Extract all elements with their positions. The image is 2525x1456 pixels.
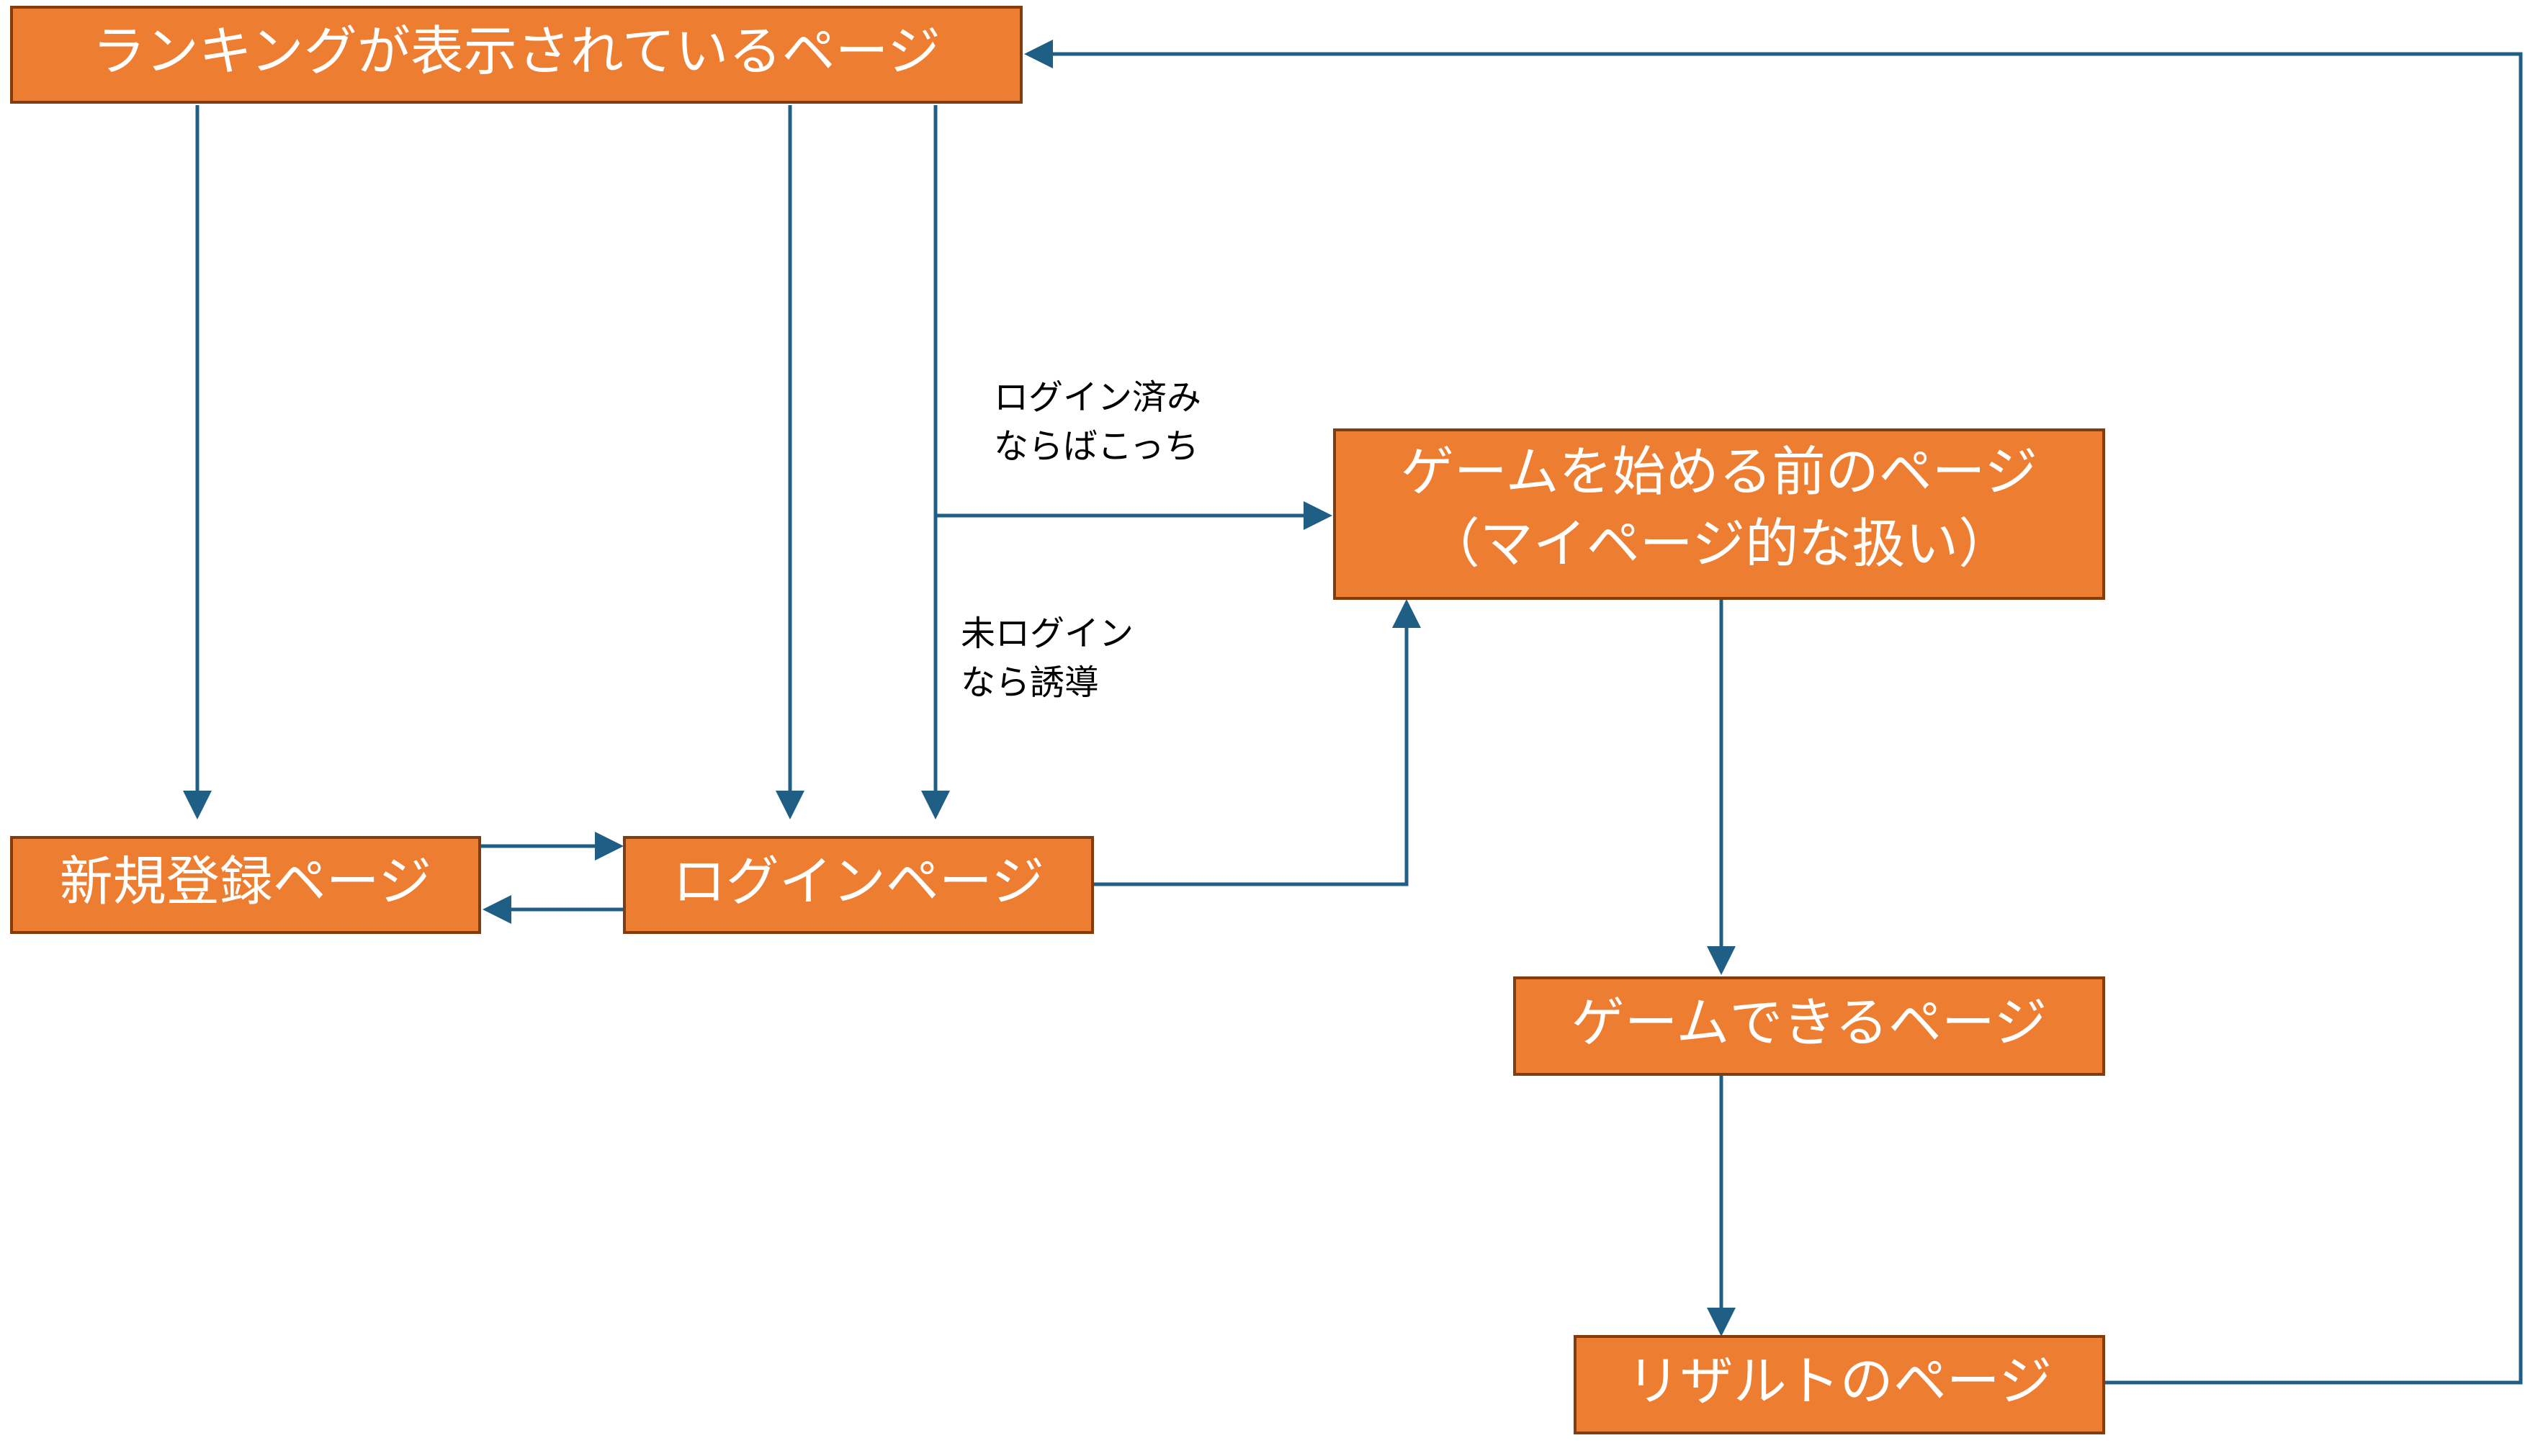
note-not-logged-in: 未ログイン なら誘導 — [961, 614, 1134, 703]
node-result-page[interactable]: リザルトのページ — [1574, 1335, 2105, 1434]
node-game-page[interactable]: ゲームできるページ — [1513, 976, 2105, 1076]
note-logged-in-line1: ログイン済み — [994, 377, 1201, 418]
node-result-label: リザルトのページ — [1627, 1351, 2053, 1413]
note-logged-in-line2: ならばこっち — [994, 426, 1199, 467]
node-mypage-label-line1: ゲームを始める前のページ — [1401, 441, 2037, 503]
node-mypage-label-line2: （マイページ的な扱い） — [1427, 513, 2012, 575]
node-register-page[interactable]: 新規登録ページ — [10, 836, 481, 934]
node-login-label: ログインページ — [673, 851, 1045, 913]
node-register-label: 新規登録ページ — [60, 851, 432, 913]
edges — [183, 40, 2523, 1385]
node-login-page[interactable]: ログインページ — [623, 836, 1094, 934]
edge-result-to-ranking — [1024, 40, 2523, 1385]
note-logged-in: ログイン済み ならばこっち — [994, 377, 1201, 467]
node-ranking-label: ランキングが表示されているページ — [92, 21, 941, 83]
node-game-label: ゲームできるページ — [1571, 992, 2048, 1054]
node-ranking-page[interactable]: ランキングが表示されているページ — [10, 6, 1023, 104]
note-not-logged-in-line2: なら誘導 — [961, 662, 1099, 703]
note-not-logged-in-line1: 未ログイン — [961, 614, 1134, 654]
node-mypage[interactable]: ゲームを始める前のページ （マイページ的な扱い） — [1333, 428, 2105, 600]
edge-login-to-mypage — [1093, 599, 1421, 886]
